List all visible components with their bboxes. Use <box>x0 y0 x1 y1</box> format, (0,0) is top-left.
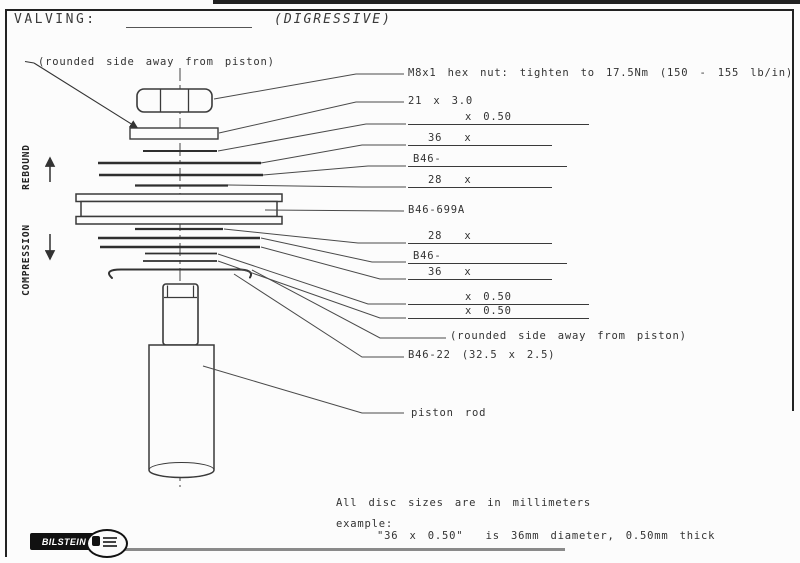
callout-compression-disc-28: 28 x <box>408 230 552 244</box>
example-text: "36 x 0.50" is 36mm diameter, 0.50mm thi… <box>377 530 716 542</box>
example-label: example: <box>336 518 393 530</box>
callout-hex-nut: M8x1 hex nut: tighten to 17.5Nm (150 - 1… <box>408 67 793 79</box>
bottom-scan-line <box>113 548 565 551</box>
callout-rebound-disc-050: x 0.50 <box>408 111 589 125</box>
frame-left-line <box>5 9 7 557</box>
frame-right-line <box>792 9 794 411</box>
note-leader-arrow <box>24 60 139 129</box>
callout-compression-disc-36: 36 x <box>408 266 552 280</box>
compression-label: COMPRESSION <box>21 224 32 296</box>
emblem-text-line <box>103 545 117 547</box>
frame-top-line <box>5 9 794 11</box>
compression-disc-stack <box>98 227 260 262</box>
callout-compression-b46: B46- <box>408 250 567 264</box>
callout-compression-disc-050b: x 0.50 <box>408 305 589 319</box>
callout-rebound-disc-28: 28 x <box>408 174 552 188</box>
style-note: (DIGRESSIVE) <box>274 12 392 27</box>
dished-washer <box>108 268 253 279</box>
units-note: All disc sizes are in millimeters <box>336 497 592 509</box>
callout-base-washer: B46-22 (32.5 x 2.5) <box>408 349 556 361</box>
emblem-text-line <box>103 541 116 543</box>
page-title: VALVING: <box>14 12 97 27</box>
bilstein-wordmark: BILSTEIN <box>30 533 98 550</box>
valving-blank-line <box>126 27 252 28</box>
bilstein-logo: BILSTEIN <box>28 529 128 558</box>
rebound-disc-stack <box>98 150 263 187</box>
leader-lines <box>202 73 446 414</box>
callout-piston: B46-699A <box>408 204 465 216</box>
emblem-text-line <box>103 537 117 539</box>
bilstein-brand-text: BILSTEIN <box>41 536 87 547</box>
callout-rebound-disc-36: 36 x <box>408 132 552 146</box>
top-edge-bar <box>213 0 800 4</box>
piston-body <box>75 193 283 225</box>
rounded-side-note-bottom: (rounded side away from piston) <box>450 330 687 342</box>
piston-rod-shaft <box>148 283 215 479</box>
callout-rebound-b46: B46- <box>408 153 567 167</box>
bilstein-emblem <box>86 529 128 558</box>
hex-nut <box>136 88 213 113</box>
retainer-washer <box>129 127 219 140</box>
car-icon <box>92 536 100 546</box>
callout-washer-21x3: 21 x 3.0 <box>408 95 473 107</box>
rounded-side-note-top: (rounded side away from piston) <box>38 56 275 68</box>
callout-piston-rod: piston rod <box>411 407 487 419</box>
callout-compression-disc-050a: x 0.50 <box>408 291 589 305</box>
rebound-label: REBOUND <box>21 144 32 190</box>
